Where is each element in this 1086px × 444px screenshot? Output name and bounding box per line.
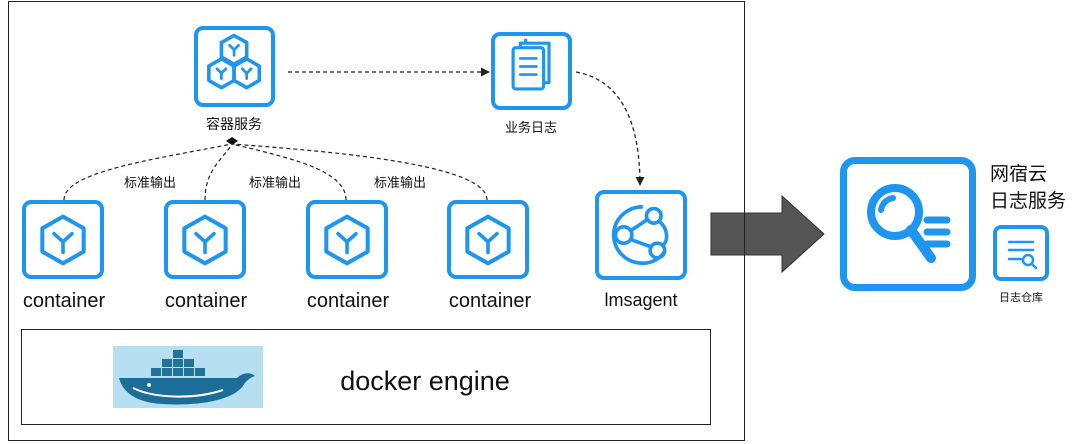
lmsagent-label: lmsagent [604, 290, 678, 310]
container-node-2[interactable] [164, 200, 246, 279]
container-service-label: 容器服务 [206, 117, 262, 133]
stdout-label-2: 标准输出 [248, 176, 301, 191]
stdout-link-4 [231, 143, 488, 201]
box-icon [465, 214, 511, 266]
log-service-node[interactable] [840, 157, 976, 291]
container-node-1[interactable] [22, 200, 104, 279]
docker-whale-icon [113, 346, 263, 408]
search-list-icon [867, 184, 951, 263]
aggregation-diamond [226, 137, 238, 145]
stdout-link-3 [231, 143, 347, 201]
export-arrow [710, 194, 825, 274]
documents-icon [511, 38, 551, 91]
box-icon [182, 214, 228, 266]
stdout-label-1: 标准输出 [123, 176, 176, 191]
log-to-agent-arrow [575, 71, 645, 186]
container-label-2: container [164, 290, 248, 312]
stdout-label-3: 标准输出 [373, 176, 426, 191]
stdout-link-2 [204, 143, 233, 201]
stdout-link-1 [63, 143, 233, 201]
container-label-1: container [22, 290, 106, 312]
share-network-icon [611, 204, 669, 266]
log-service-title-line2: 日志服务 [990, 190, 1067, 212]
log-repository-icon [1007, 240, 1038, 270]
container-label-3: container [306, 290, 390, 312]
container-service-node[interactable] [194, 26, 275, 107]
cubes-icon [207, 33, 262, 90]
container-node-3[interactable] [306, 200, 388, 279]
log-repository-node[interactable] [993, 225, 1049, 281]
business-log-label: 业务日志 [504, 121, 557, 136]
docker-engine-box [21, 329, 711, 425]
docker-engine-label: docker engine [340, 366, 510, 396]
business-log-node[interactable] [491, 32, 572, 110]
log-repository-label: 日志仓库 [999, 291, 1043, 304]
lmsagent-node[interactable] [595, 190, 687, 280]
log-service-title-line1: 网宿云 [990, 163, 1048, 185]
box-icon [40, 214, 86, 266]
box-icon [324, 214, 370, 266]
container-node-4[interactable] [447, 200, 529, 279]
container-label-4: container [448, 290, 532, 312]
host-frame [8, 1, 745, 441]
